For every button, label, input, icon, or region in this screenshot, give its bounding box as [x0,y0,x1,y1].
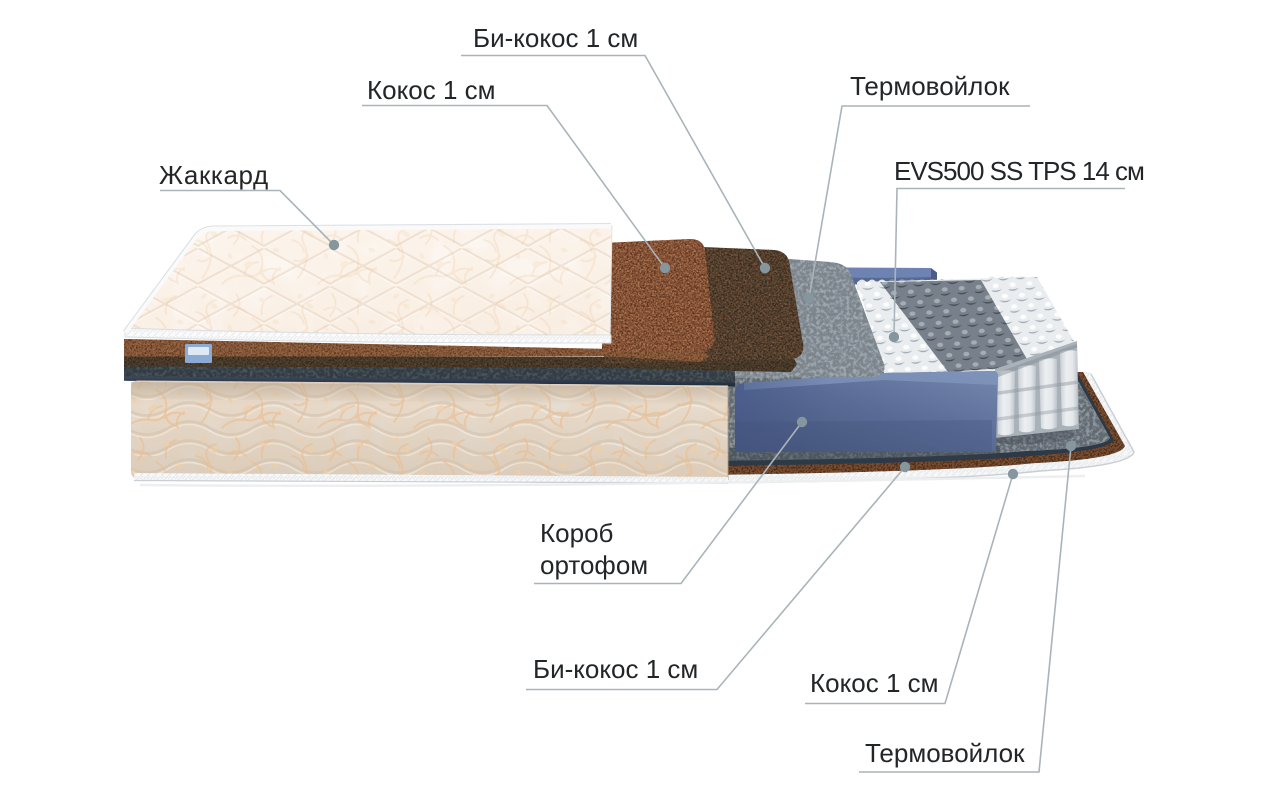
svg-text:Би-кокос 1 см: Би-кокос 1 см [473,23,638,53]
svg-text:EVS500 SS TPS 14 см: EVS500 SS TPS 14 см [894,156,1144,186]
svg-text:Термовойлок: Термовойлок [850,71,1010,101]
svg-text:ортофом: ортофом [540,550,648,580]
svg-text:Термовойлок: Термовойлок [865,738,1025,768]
svg-text:Кокос 1 см: Кокос 1 см [810,668,939,698]
svg-text:Би-кокос 1 см: Би-кокос 1 см [533,654,698,684]
svg-text:Жаккард: Жаккард [159,160,269,190]
svg-text:Короб: Короб [540,518,613,548]
svg-text:Кокос 1 см: Кокос 1 см [367,75,496,105]
